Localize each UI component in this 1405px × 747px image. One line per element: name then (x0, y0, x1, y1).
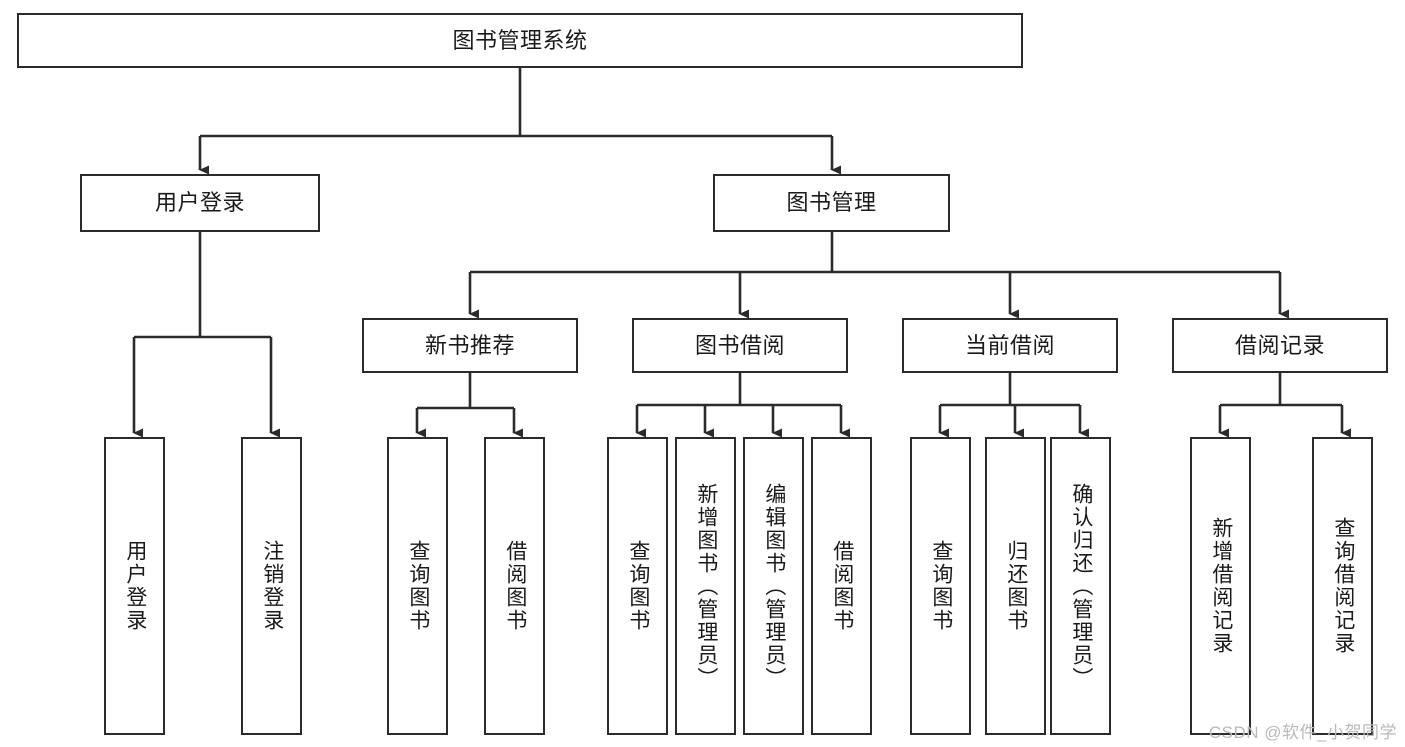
node-book-borrow[interactable]: 图书借阅 (632, 318, 848, 373)
node-leaf-borrow-book-2[interactable]: 借阅图书 (811, 437, 872, 735)
node-leaf-return-book[interactable]: 归还图书 (985, 437, 1046, 735)
node-borrow-record-label: 借阅记录 (1234, 332, 1325, 358)
node-leaf-query-book-3-label: 查询图书 (929, 540, 953, 632)
node-leaf-edit-book[interactable]: 编辑图书（管理员） (743, 437, 804, 735)
node-leaf-add-record[interactable]: 新增借阅记录 (1190, 437, 1251, 735)
node-book-borrow-label: 图书借阅 (694, 332, 785, 358)
node-leaf-confirm-return[interactable]: 确认归还（管理员） (1050, 437, 1111, 735)
node-leaf-add-record-label: 新增借阅记录 (1209, 517, 1233, 655)
node-book-manage-label: 图书管理 (786, 190, 877, 216)
node-leaf-edit-book-label: 编辑图书（管理员） (762, 482, 786, 690)
node-leaf-query-book-3[interactable]: 查询图书 (910, 437, 971, 735)
node-root[interactable]: 图书管理系统 (17, 13, 1023, 68)
node-leaf-add-book[interactable]: 新增图书（管理员） (675, 437, 736, 735)
node-leaf-query-book-2-label: 查询图书 (626, 540, 650, 632)
node-leaf-query-record-label: 查询借阅记录 (1331, 517, 1355, 655)
node-leaf-confirm-return-label: 确认归还（管理员） (1069, 482, 1093, 690)
node-current-borrow[interactable]: 当前借阅 (902, 318, 1118, 373)
node-new-book-recommend[interactable]: 新书推荐 (362, 318, 578, 373)
node-borrow-record[interactable]: 借阅记录 (1172, 318, 1388, 373)
node-leaf-query-book-1-label: 查询图书 (406, 540, 430, 632)
node-leaf-query-record[interactable]: 查询借阅记录 (1312, 437, 1373, 735)
node-new-book-recommend-label: 新书推荐 (424, 332, 515, 358)
node-current-borrow-label: 当前借阅 (964, 332, 1055, 358)
node-leaf-query-book-1[interactable]: 查询图书 (387, 437, 448, 735)
csdn-watermark: CSDN @软件_小贺同学 (1208, 723, 1397, 742)
node-leaf-user-login[interactable]: 用户登录 (104, 437, 165, 735)
node-leaf-user-logout[interactable]: 注销登录 (241, 437, 302, 735)
node-leaf-user-logout-label: 注销登录 (260, 540, 284, 632)
node-leaf-borrow-book-1[interactable]: 借阅图书 (484, 437, 545, 735)
node-leaf-return-book-label: 归还图书 (1004, 540, 1028, 632)
node-book-manage[interactable]: 图书管理 (713, 174, 950, 232)
node-leaf-borrow-book-1-label: 借阅图书 (503, 540, 527, 632)
node-leaf-borrow-book-2-label: 借阅图书 (830, 540, 854, 632)
node-user-login-label: 用户登录 (154, 190, 245, 216)
node-user-login[interactable]: 用户登录 (80, 174, 320, 232)
node-root-label: 图书管理系统 (452, 27, 588, 53)
node-leaf-user-login-label: 用户登录 (123, 540, 147, 632)
node-leaf-query-book-2[interactable]: 查询图书 (607, 437, 668, 735)
node-leaf-add-book-label: 新增图书（管理员） (694, 482, 718, 690)
